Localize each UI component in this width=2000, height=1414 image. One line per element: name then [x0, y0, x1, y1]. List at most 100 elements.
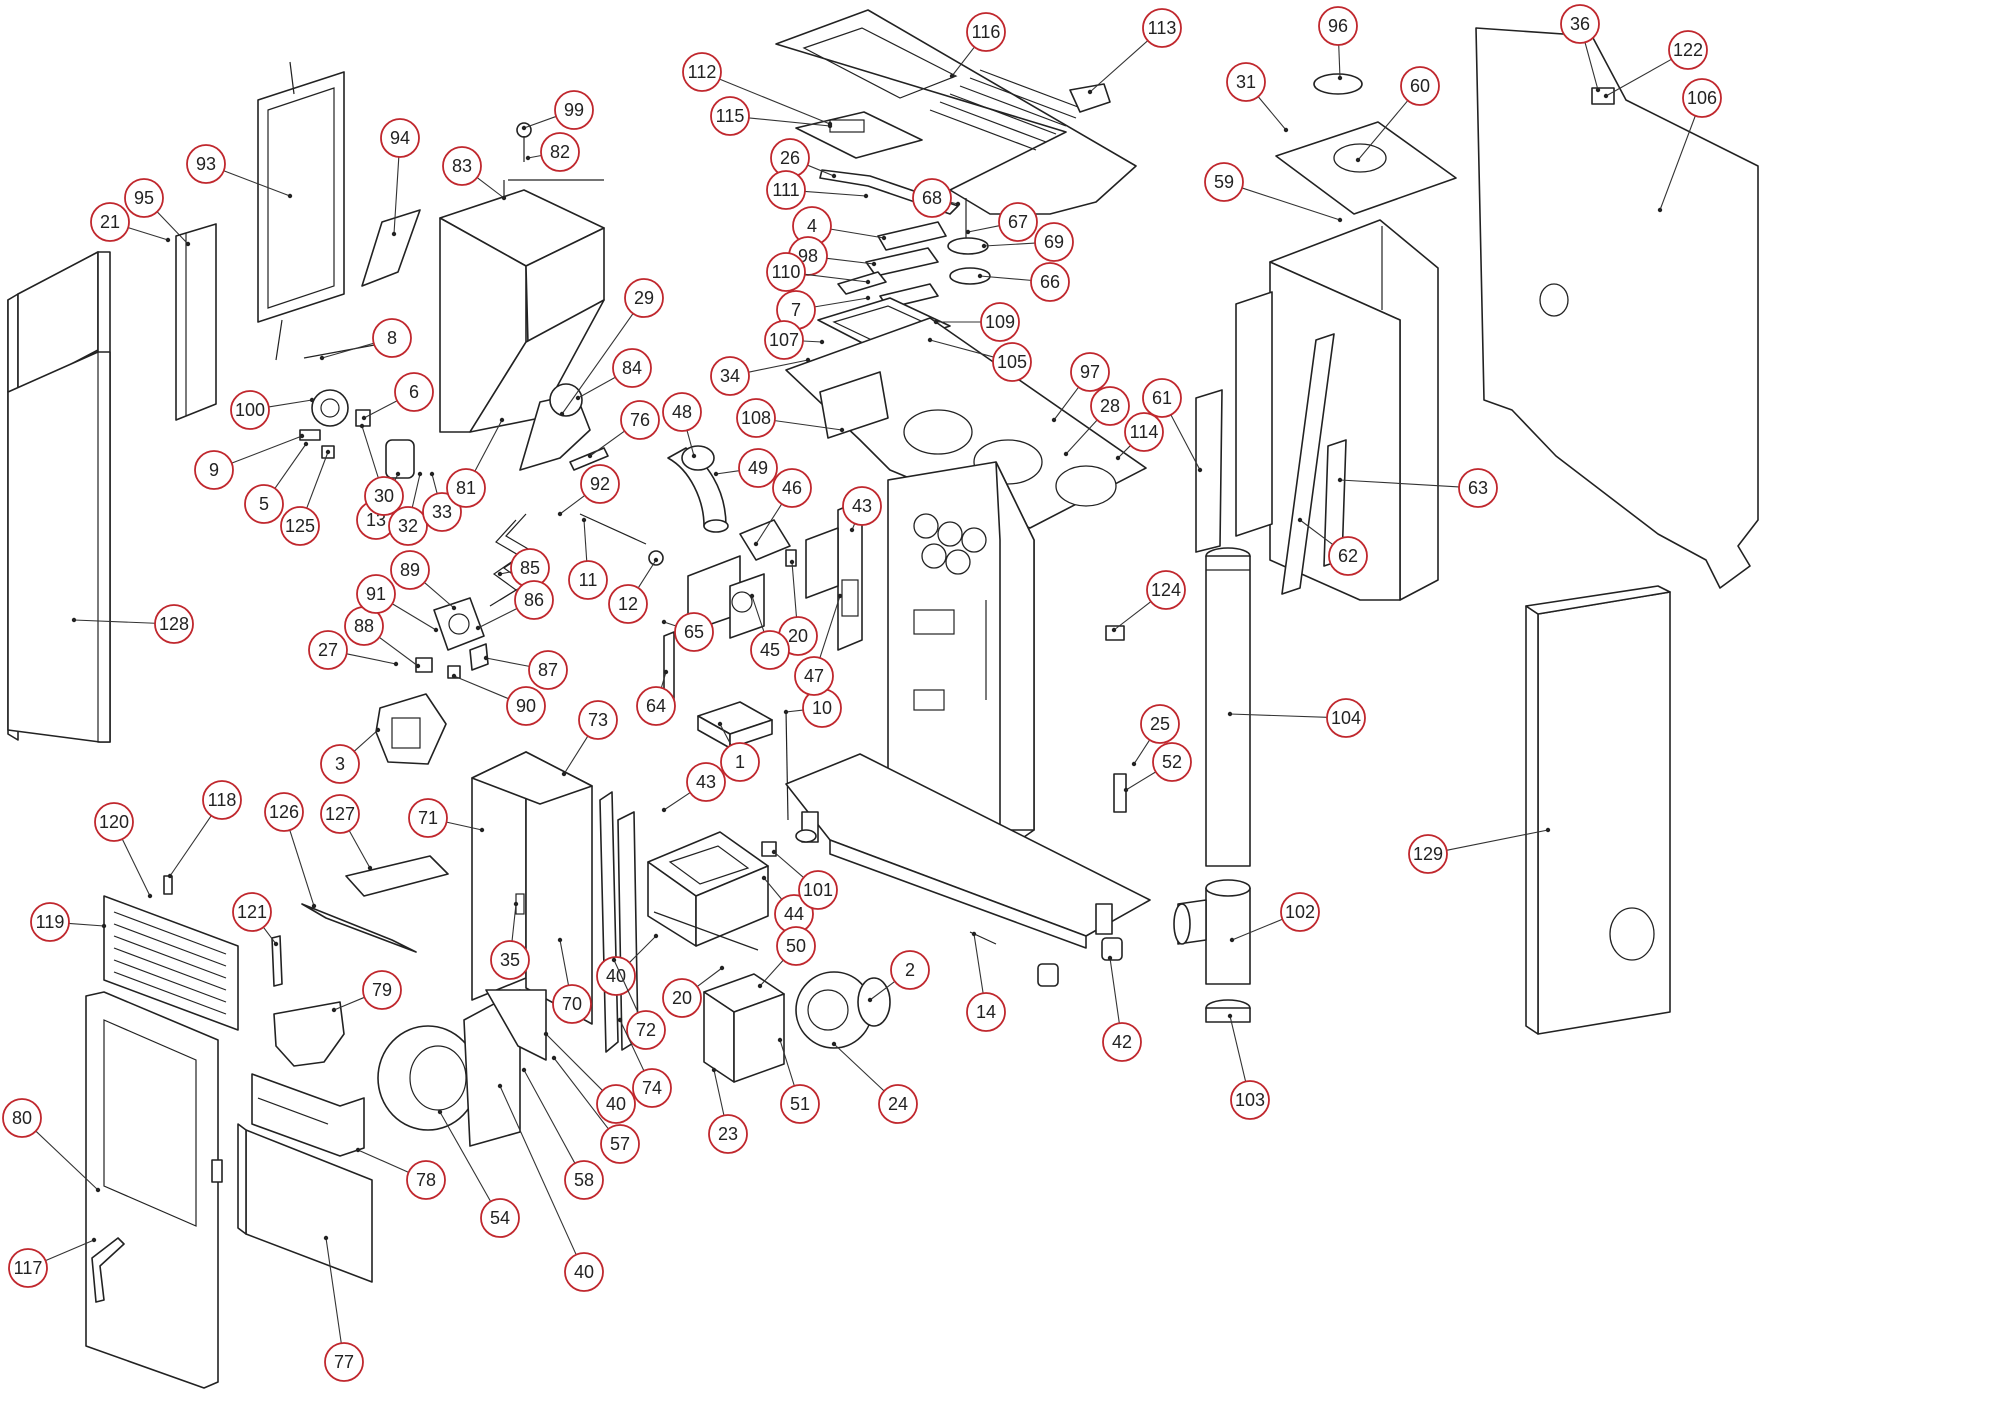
leader-line — [577, 376, 616, 399]
leader-dot — [805, 357, 811, 363]
callout-number: 63 — [1468, 478, 1488, 498]
leader-line — [333, 996, 365, 1011]
sensor-rod-part — [785, 709, 789, 821]
leader-line — [819, 595, 841, 659]
leader-dot — [475, 625, 481, 631]
callout-circle — [1152, 742, 1192, 782]
leader-line — [1133, 739, 1151, 765]
callout-circle — [308, 630, 348, 670]
callout-circle — [772, 468, 812, 508]
leader-line — [545, 1033, 603, 1091]
callout-circle — [596, 1084, 636, 1124]
callout-112: 112 — [682, 52, 833, 127]
leader-line — [1229, 1015, 1247, 1082]
rear-panel-part — [1475, 27, 1759, 589]
leader-dot — [819, 339, 825, 345]
callout-circle — [1326, 698, 1366, 738]
small-clip-part — [1105, 625, 1125, 641]
leader-line — [1125, 771, 1157, 791]
callout-104: 104 — [1227, 698, 1366, 738]
callout-circle — [1142, 378, 1182, 418]
leader-line — [325, 1237, 342, 1344]
hinge-bracket-part — [1591, 87, 1615, 105]
callout-54: 54 — [437, 1109, 520, 1238]
door-panel-part — [85, 991, 223, 1389]
callout-number: 109 — [985, 312, 1015, 332]
foot-leg-part-2 — [1101, 937, 1123, 961]
leader-line — [1299, 519, 1334, 546]
callout-number: 32 — [398, 516, 418, 536]
callout-circle — [442, 146, 482, 186]
callout-circle — [992, 342, 1032, 382]
callout-number: 50 — [786, 936, 806, 956]
callout-81: 81 — [446, 417, 505, 508]
leader-dot — [559, 411, 565, 417]
callout-number: 40 — [606, 1094, 626, 1114]
callout-number: 9 — [209, 460, 219, 480]
callout-114: 114 — [1115, 412, 1164, 461]
callout-circle — [980, 302, 1020, 342]
leader-dot — [949, 73, 955, 79]
leader-dot — [753, 541, 759, 547]
leader-dot — [663, 669, 669, 675]
callout-circle — [608, 584, 648, 624]
callout-number: 14 — [976, 1002, 996, 1022]
leader-line — [485, 657, 530, 667]
callout-number: 105 — [997, 352, 1027, 372]
callout-circle — [1070, 352, 1110, 392]
leader-dot — [1197, 467, 1203, 473]
callout-circle — [1142, 8, 1182, 48]
callout-88: 88 — [344, 606, 421, 669]
callout-89: 89 — [390, 550, 457, 611]
leader-dot — [849, 527, 855, 533]
callout-83: 83 — [442, 146, 507, 201]
callout-99: 99 — [521, 90, 594, 131]
callout-42: 42 — [1102, 955, 1142, 1062]
leader-dot — [1297, 517, 1303, 523]
callout-117: 117 — [8, 1237, 97, 1288]
callout-number: 94 — [390, 128, 410, 148]
callout-2: 2 — [867, 950, 930, 1003]
callout-number: 11 — [579, 570, 598, 590]
leader-dot — [501, 195, 507, 201]
callout-11: 11 — [568, 517, 608, 600]
callout-number: 84 — [622, 358, 642, 378]
callout-31: 31 — [1226, 62, 1289, 133]
blower-fan-part — [795, 971, 891, 1049]
callout-number: 43 — [696, 772, 716, 792]
callout-84: 84 — [575, 348, 652, 401]
callout-6: 6 — [361, 372, 434, 421]
ash-box-part — [647, 831, 769, 947]
leader-dot — [361, 415, 367, 421]
leader-dot — [521, 1067, 527, 1073]
callout-126: 126 — [264, 792, 317, 909]
leader-line — [363, 400, 398, 419]
callout-number: 48 — [672, 402, 692, 422]
leader-dot — [1337, 477, 1343, 483]
leader-line — [663, 792, 691, 811]
leader-dot — [1063, 451, 1069, 457]
callout-number: 46 — [782, 478, 802, 498]
leader-line — [45, 1239, 95, 1262]
parts-drawing — [7, 9, 1759, 1389]
callout-125: 125 — [280, 449, 331, 546]
leader-dot — [1227, 1013, 1233, 1019]
callout-circle — [750, 630, 790, 670]
callout-number: 124 — [1151, 580, 1181, 600]
flange-plate-part — [433, 597, 485, 651]
callout-number: 51 — [790, 1094, 810, 1114]
leader-dot — [837, 593, 843, 599]
strip-plate-part — [653, 911, 759, 951]
leader-line — [804, 190, 867, 197]
callout-number: 85 — [520, 558, 540, 578]
callout-91: 91 — [356, 574, 439, 633]
leader-line — [1113, 601, 1152, 631]
leader-line — [1053, 386, 1080, 421]
callout-number: 112 — [688, 62, 717, 82]
callout-69: 69 — [981, 222, 1074, 262]
callout-number: 67 — [1008, 212, 1028, 232]
deflector-part — [301, 903, 417, 953]
callout-number: 61 — [1152, 388, 1172, 408]
main-body-part — [887, 461, 1035, 855]
callout-8: 8 — [319, 318, 412, 361]
